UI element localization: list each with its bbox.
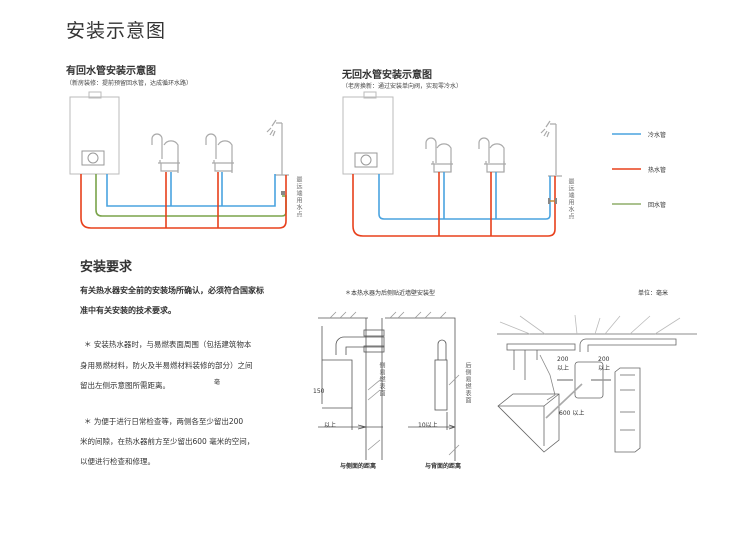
room-right-above: 以上	[598, 365, 611, 372]
check-valve-icon	[548, 198, 557, 204]
diagram1-title: 有回水管安装示意图	[66, 66, 156, 77]
heater2-body	[342, 96, 394, 175]
requirements-intro-1: 有关热水器安全前的安装场所确认，必须符合国家标	[80, 286, 264, 295]
diagram1-far-point-label: 最远端用水点	[295, 176, 302, 218]
diagram2-title: 无回水管安装示意图	[342, 70, 432, 81]
requirement-point1-line1: ＊ 安装热水器时，与易燃表面周围（包括建筑物本	[84, 340, 252, 349]
requirement-point2-line1: ＊ 为便于进行日常检查等，两侧各至少留出200	[84, 417, 244, 426]
cold-pipe-2	[378, 174, 551, 220]
back-clearance-drawing	[405, 311, 460, 461]
requirements-title: 安装要求	[80, 260, 133, 275]
diagram2-note: （老房换新：通过安装单向阀，实现零冷水）	[342, 83, 463, 90]
diagram2-far-point-label: 最远端用水点	[567, 178, 574, 220]
legend-cold-label: 冷水管	[648, 132, 667, 139]
back-caption: 与背面的距离	[425, 463, 462, 470]
requirement-point1-line2: 身用易燃材料，防火及半易燃材料装修的部分）之间	[80, 361, 253, 370]
shower1-icon	[266, 119, 289, 176]
requirement-point2-line2: 米的间隙，在热水器前方至少留出600 毫米的空间，	[80, 437, 255, 446]
clearance-note: ＊本热水器为后侧贴近墙壁安装型	[345, 290, 436, 297]
room-front-dim: 600 以上	[559, 410, 585, 417]
faucet1-icon	[151, 133, 180, 173]
heater1-vent	[88, 91, 102, 99]
cold-pipe-1	[106, 174, 276, 207]
back-surface-label: 后侧易燃表面	[464, 362, 471, 404]
side-dim-150: 150	[313, 388, 325, 395]
faucet3-icon	[425, 137, 453, 173]
room-left-dim: 200	[557, 356, 569, 363]
legend-return-label: 回水管	[648, 202, 667, 209]
hot-pipe-1	[80, 174, 287, 229]
hot-pipe-2	[352, 174, 556, 237]
heater2-panel	[354, 152, 378, 168]
requirement-point1-line3: 留出左侧示意图所需距离。	[80, 381, 170, 390]
return-pipe-1	[95, 174, 287, 217]
diagram1	[69, 91, 289, 229]
room-clearance-drawing	[497, 314, 697, 453]
heater2-vent	[363, 91, 377, 99]
room-right-dim: 200	[598, 356, 610, 363]
back-dim-above: 10以上	[418, 422, 438, 429]
diagram2	[342, 91, 562, 237]
side-dim-above: 以上	[324, 422, 337, 429]
page-title: 安装示意图	[66, 20, 167, 42]
shower2-icon	[540, 120, 562, 177]
diagram1-note: （新房装修：提前预留回水管，达成循环水路）	[66, 80, 193, 87]
requirements-intro-2: 准中有关安装的技术要求。	[80, 306, 176, 315]
faucet2-icon	[205, 133, 234, 173]
heater1-dial	[87, 152, 99, 164]
requirement-point2-line3: 以便进行检查和修理。	[80, 457, 155, 466]
legend-hot-label: 热水管	[648, 167, 667, 174]
stray-char: 毫	[214, 379, 221, 386]
faucet4-icon	[478, 137, 506, 173]
side-clearance-drawing	[318, 311, 405, 460]
heater1-panel	[81, 150, 105, 166]
room-left-above: 以上	[557, 365, 570, 372]
side-caption: 与侧面的距离	[340, 463, 377, 470]
heater1-body	[69, 96, 120, 175]
heater2-dial	[360, 154, 372, 166]
side-surface-label: 侧易燃表面	[378, 362, 385, 397]
unit-label: 单位：毫米	[638, 290, 669, 297]
